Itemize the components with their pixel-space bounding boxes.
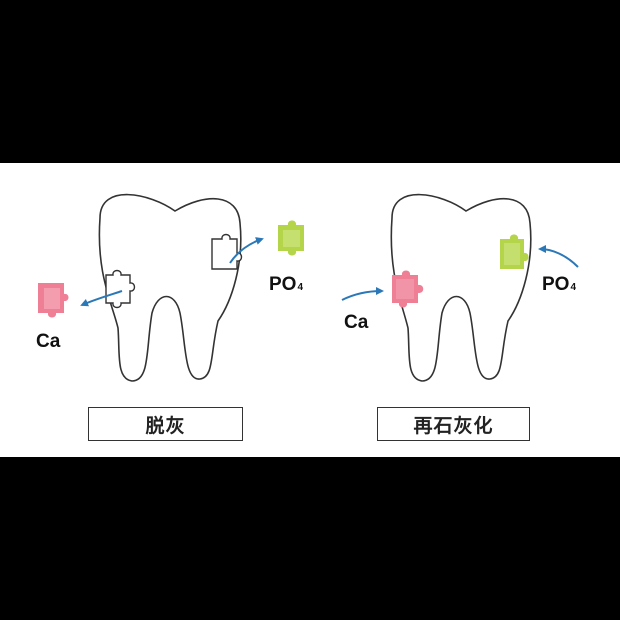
tooth-left: [98, 193, 243, 382]
phosphate-puzzle-piece-icon: [500, 234, 529, 269]
tooth-outline-icon: [98, 193, 242, 382]
ion-subscript: 4: [570, 282, 577, 293]
diagram-panel: Ca PO4 Ca PO4 脱灰 再石灰化: [0, 163, 620, 457]
caption-text: 再石灰化: [413, 414, 494, 437]
caption-demineralization: 脱灰: [88, 407, 243, 441]
calcium-label-right: Ca: [344, 313, 368, 332]
ion-text: Ca: [36, 331, 61, 352]
tooth-outline-icon: [390, 193, 532, 382]
calcium-puzzle-piece-icon: [392, 270, 424, 308]
calcium-puzzle-piece-icon: [38, 283, 69, 318]
ion-text: PO: [542, 274, 570, 295]
caption-remineralization: 再石灰化: [377, 407, 530, 441]
arrow-icon: [341, 287, 384, 301]
ion-subscript: 4: [297, 282, 304, 293]
arrow-icon: [538, 245, 579, 268]
phosphate-puzzle-piece-icon: [278, 220, 304, 256]
puzzle-notch-lower-left: [105, 269, 136, 309]
phosphate-label-left: PO4: [269, 275, 303, 294]
tooth-right: [390, 193, 532, 382]
ion-text: PO: [269, 274, 297, 295]
calcium-label-left: Ca: [36, 332, 60, 351]
arrow-icon: [80, 290, 123, 307]
phosphate-label-right: PO4: [542, 275, 576, 294]
diagram-canvas: [38, 193, 579, 382]
arrow-icon: [229, 237, 264, 264]
caption-text: 脱灰: [145, 414, 186, 437]
puzzle-notch-upper-left: [211, 233, 243, 270]
ion-text: Ca: [344, 312, 369, 333]
